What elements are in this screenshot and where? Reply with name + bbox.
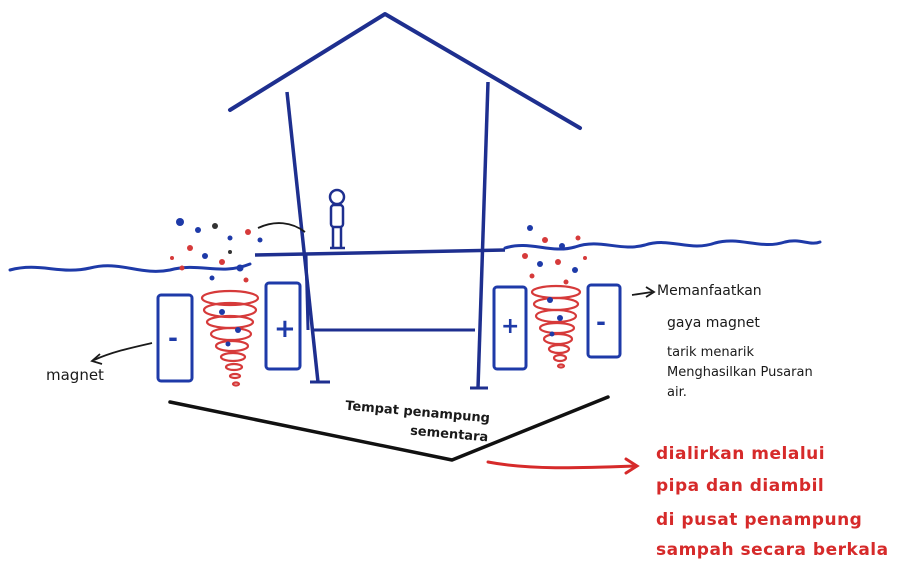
person-figure [330,190,345,248]
red-flow-arrow [488,462,635,468]
trash-debris-right [522,225,587,285]
description-line-5: air. [667,386,687,399]
vortex-right [532,286,580,368]
magnet-sign-minus-left: - [168,326,178,350]
water-surface [10,241,820,272]
house-floor [255,250,505,255]
magnet-sign-plus-left: + [274,316,296,342]
magnet-label: magnet [46,368,104,383]
vortex-right-particles [547,297,563,337]
description-line-2: gaya magnet [667,316,760,330]
red-annotation-line-4: sampah secara berkala [656,542,889,559]
vortex-left [202,291,258,386]
trash-debris-left [170,218,263,283]
red-annotation-line-3: di pusat penampung [656,512,862,529]
description-line-4: Menghasilkan Pusaran [667,366,813,379]
magnet-label-arrow [94,343,152,360]
description-line-3: tarik menarik [667,346,754,359]
house-post-right [478,82,488,388]
debris-pointer [258,223,305,232]
magnet-sign-plus-right: + [501,316,519,338]
description-line-1: Memanfaatkan [657,284,762,298]
magnet-sign-minus-right: - [596,310,606,334]
house-post-inner [306,255,308,330]
red-annotation-line-2: pipa dan diambil [656,478,824,495]
red-annotation-line-1: dialirkan melalui [656,446,825,463]
house-roof [230,14,580,128]
